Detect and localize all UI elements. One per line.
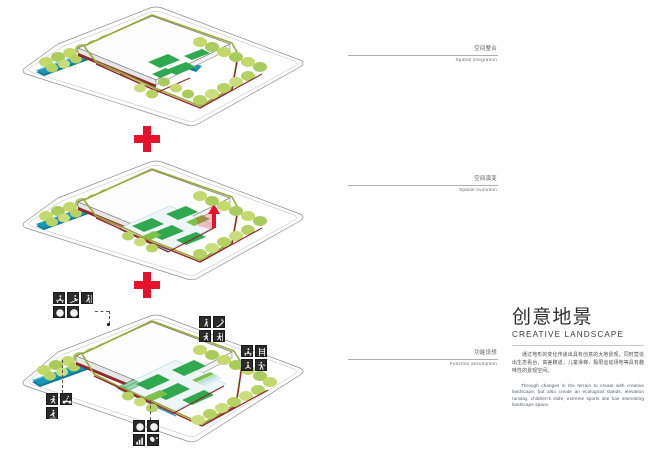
plus-bar-vertical — [143, 126, 151, 152]
leader-dot-top — [107, 323, 110, 326]
walking-icon — [204, 318, 209, 327]
tree-row-right — [122, 191, 267, 259]
icon-tile-slide[interactable] — [213, 316, 225, 328]
cycling-icon — [62, 395, 72, 404]
page-title-en: CREATIVE LANDSCAPE — [512, 330, 625, 339]
icon-tile-jogging[interactable] — [199, 330, 211, 342]
stage-label-function-assumption: 功能设想 Function assumption — [348, 350, 498, 367]
description-en: Through changes in the terrain to create… — [512, 382, 644, 408]
leader-line-top — [95, 311, 109, 312]
badminton-icon — [150, 436, 158, 445]
icon-tile-walking[interactable] — [199, 316, 211, 328]
stage-label-spatial-integration: 空间整合 Spatial integration — [348, 46, 498, 63]
diagram-function-assumption — [0, 292, 320, 465]
icon-tile-soccer[interactable] — [53, 306, 65, 318]
axonometric-site-plan-1 — [22, 6, 304, 127]
skateboard-icon — [56, 295, 64, 303]
icon-tile-climbing[interactable] — [81, 292, 93, 304]
skateboard-icon — [244, 348, 252, 356]
dance-icon — [258, 361, 266, 371]
lawn-patches — [148, 49, 210, 78]
ladder-icon — [259, 347, 265, 357]
title-divider — [512, 345, 644, 346]
plus-connector-2 — [134, 272, 160, 298]
icon-tile-skateboard-2[interactable] — [241, 345, 253, 357]
soccer-icon — [56, 309, 64, 317]
leader-line-left — [62, 360, 63, 393]
icon-tile-skating[interactable] — [46, 407, 58, 419]
leader-line-top-drop — [109, 311, 110, 324]
icon-tile-ladder[interactable] — [255, 345, 267, 357]
description-cn: 通过地形的变化传递出具有创意的大地景观，同时营造出生态看台，高差跑道，儿童滑梯，… — [512, 352, 644, 375]
icon-tile-yoga[interactable] — [241, 359, 253, 371]
basketball-icon — [150, 423, 158, 431]
stage-label-en: Spatial integration — [455, 57, 497, 62]
plus-connector-1 — [134, 126, 160, 152]
icon-tile-climbing-2[interactable] — [213, 330, 225, 342]
fitness-icon — [136, 437, 143, 445]
soccer-icon — [136, 423, 144, 431]
page-title-cn: 创意地景 — [512, 306, 593, 328]
axonometric-site-plan-2 — [22, 160, 304, 281]
axonometric-site-plan-3 — [22, 314, 304, 443]
skiing-icon — [70, 294, 79, 304]
climbing-icon — [216, 332, 223, 342]
diagram-spatial-integration — [0, 2, 320, 132]
skating-icon — [49, 409, 57, 419]
stage-label-rule — [348, 54, 498, 56]
climbing-icon — [85, 294, 92, 304]
icon-tile-basketball[interactable] — [67, 306, 79, 318]
yoga-icon — [245, 361, 251, 369]
stage-label-rule — [348, 184, 498, 186]
stage-label-spatial-evolution: 空间演变 Spatial evolution — [348, 176, 498, 193]
stage-label-cn: 空间演变 — [474, 176, 497, 182]
title-block: 创意地景 CREATIVE LANDSCAPE 通过地形的变化传递出具有创意的大… — [512, 306, 644, 409]
jogging-icon — [203, 332, 209, 341]
diagram-spatial-evolution — [0, 152, 320, 284]
icon-tile-cycling[interactable] — [60, 393, 72, 405]
icon-tile-running[interactable] — [46, 393, 58, 405]
running-icon — [50, 395, 56, 404]
stage-label-cn: 功能设想 — [474, 350, 497, 356]
slide-icon — [216, 319, 225, 328]
icon-tile-soccer-2[interactable] — [133, 420, 145, 432]
plus-bar-vertical — [143, 272, 151, 298]
stage-label-cn: 空间整合 — [474, 46, 497, 52]
stage-label-en: Function assumption — [449, 361, 497, 366]
icon-tile-fitness[interactable] — [133, 434, 145, 446]
icon-tile-dance[interactable] — [255, 359, 267, 371]
icon-tile-basketball-2[interactable] — [147, 420, 159, 432]
stage-label-en: Spatial evolution — [459, 187, 497, 192]
icon-tile-skateboard[interactable] — [53, 292, 65, 304]
icon-tile-skiing[interactable] — [67, 292, 79, 304]
icon-tile-badminton[interactable] — [147, 434, 159, 446]
tree-row-right — [134, 37, 267, 105]
stage-label-rule — [348, 358, 498, 360]
elevation-arrow — [196, 204, 220, 230]
basketball-icon — [70, 309, 78, 317]
leader-line-bottom — [150, 400, 151, 420]
